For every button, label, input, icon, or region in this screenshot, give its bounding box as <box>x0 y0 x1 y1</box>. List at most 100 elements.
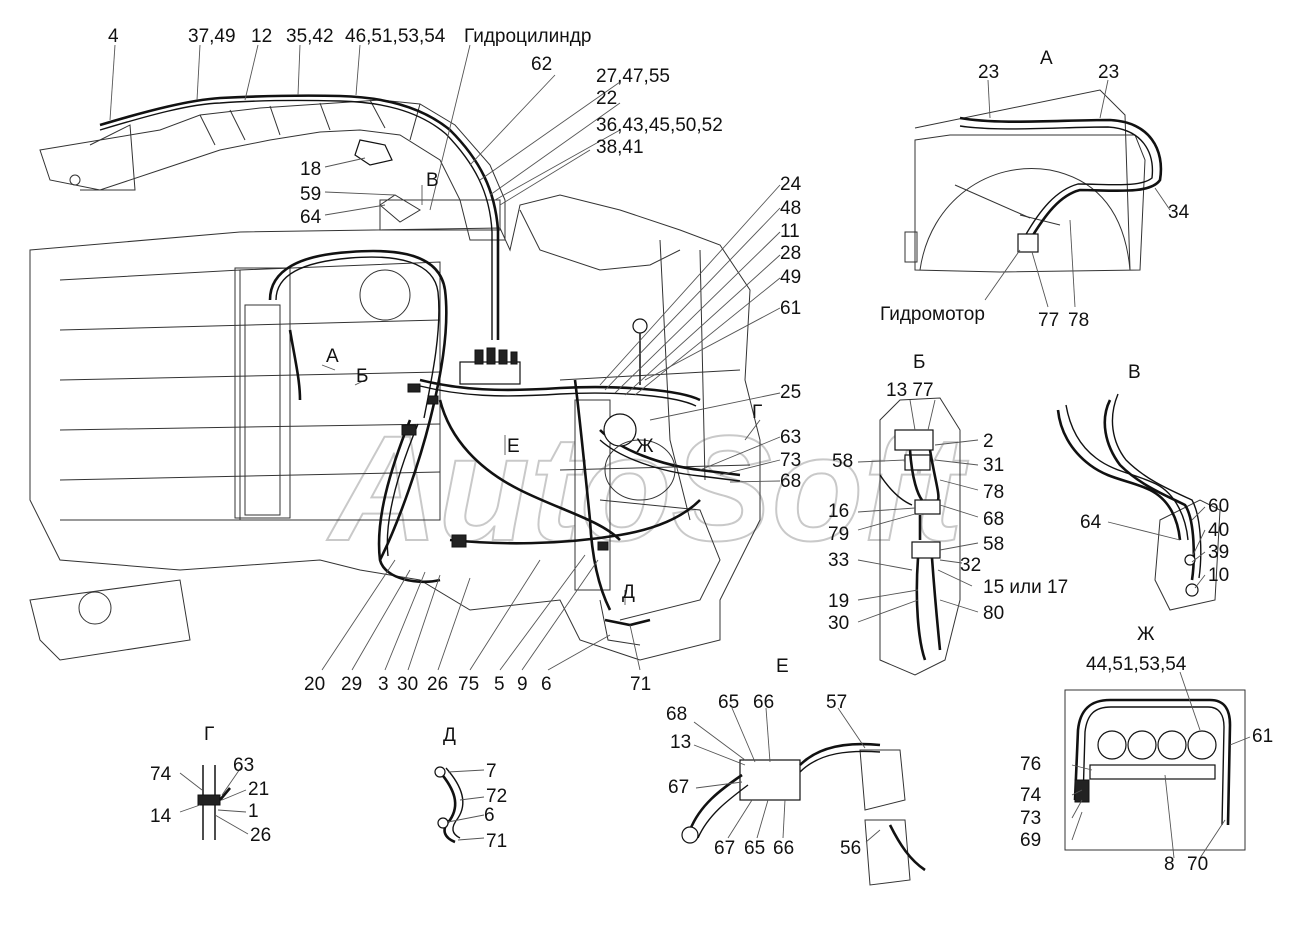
view-e-callout-66-bottom: 66 <box>773 838 794 859</box>
view-zh-callout-69: 69 <box>1020 830 1041 851</box>
view-zh-callout-73: 73 <box>1020 808 1041 829</box>
view-zh-callout-74: 74 <box>1020 785 1042 806</box>
callout-48: 48 <box>780 198 801 219</box>
view-e: Е 68 65 66 57 13 67 67 65 66 56 <box>666 656 926 886</box>
view-e-callout-56: 56 <box>840 838 861 859</box>
view-d-title: Д <box>443 725 456 746</box>
view-e-callout-65: 65 <box>718 692 739 713</box>
callout-9: 9 <box>517 674 528 695</box>
view-v-callout-64: 64 <box>1080 512 1102 533</box>
callout-29: 29 <box>341 674 362 695</box>
callout-5: 5 <box>494 674 505 695</box>
view-b-callout-19: 19 <box>828 591 849 612</box>
callout-20: 20 <box>304 674 325 695</box>
callout-61: 61 <box>780 298 801 319</box>
callout-3: 3 <box>378 674 389 695</box>
view-e-callout-67-bottom: 67 <box>714 838 735 859</box>
view-b-callout-13-77: 13 77 <box>886 380 934 401</box>
view-e-callout-67: 67 <box>668 777 689 798</box>
callout-26: 26 <box>427 674 448 695</box>
view-g-callout-63: 63 <box>233 755 254 776</box>
view-g-callout-1: 1 <box>248 801 259 822</box>
callout-64: 64 <box>300 207 322 228</box>
view-b-callout-33: 33 <box>828 550 849 571</box>
view-e-callout-13: 13 <box>670 732 691 753</box>
view-d-callout-7: 7 <box>486 761 497 782</box>
view-zh-callout-44-51-53-54: 44,51,53,54 <box>1086 654 1187 675</box>
callout-62: 62 <box>531 54 552 75</box>
callout-63: 63 <box>780 427 801 448</box>
view-e-callout-57: 57 <box>826 692 847 713</box>
main-labels: 4 37,49 12 35,42 46,51,53,54 Гидроцилинд… <box>108 26 802 695</box>
view-b-callout-31: 31 <box>983 455 1004 476</box>
callout-73: 73 <box>780 450 801 471</box>
view-a-hydromotor: Гидромотор <box>880 304 985 325</box>
section-marker-zh: Ж <box>636 436 654 457</box>
view-zh-callout-61: 61 <box>1252 726 1273 747</box>
view-a: А 23 23 34 Гидромотор 77 78 <box>880 48 1190 331</box>
view-a-title: А <box>1040 48 1053 69</box>
view-g-callout-74: 74 <box>150 764 172 785</box>
view-g-callout-14: 14 <box>150 806 172 827</box>
view-zh: Ж 44,51,53,54 61 76 74 73 69 8 70 <box>1020 624 1273 875</box>
view-b-callout-2: 2 <box>983 431 994 452</box>
callout-22: 22 <box>596 88 617 109</box>
view-d-callout-72: 72 <box>486 786 507 807</box>
view-v-callout-40: 40 <box>1208 520 1229 541</box>
callout-38-41: 38,41 <box>596 137 644 158</box>
view-b-callout-16: 16 <box>828 501 849 522</box>
callout-25: 25 <box>780 382 801 403</box>
callout-4: 4 <box>108 26 119 47</box>
view-d-callout-6: 6 <box>484 805 495 826</box>
view-v-title: В <box>1128 362 1141 383</box>
callout-71: 71 <box>630 674 651 695</box>
view-zh-callout-76: 76 <box>1020 754 1041 775</box>
callout-68: 68 <box>780 471 801 492</box>
callout-35-42: 35,42 <box>286 26 334 47</box>
view-b-callout-58-top: 58 <box>832 451 853 472</box>
watermark-text: AutoSoft <box>326 404 969 572</box>
callout-18: 18 <box>300 159 321 180</box>
view-a-callout-34: 34 <box>1168 202 1190 223</box>
view-e-title: Е <box>776 656 789 677</box>
view-b: Б 13 77 2 58 31 78 16 68 79 58 33 32 15 … <box>828 352 1068 676</box>
view-b-callout-15-17: 15 или 17 <box>983 577 1068 598</box>
callout-37-49: 37,49 <box>188 26 236 47</box>
view-b-title: Б <box>913 352 925 373</box>
view-g-callout-21: 21 <box>248 779 269 800</box>
view-zh-callout-70: 70 <box>1187 854 1208 875</box>
view-b-callout-68: 68 <box>983 509 1004 530</box>
callout-28: 28 <box>780 243 801 264</box>
main-view <box>29 44 781 671</box>
section-marker-v: В <box>426 170 439 191</box>
callout-49: 49 <box>780 267 801 288</box>
section-marker-b: Б <box>356 366 368 387</box>
view-v: В 60 64 40 39 10 <box>1056 362 1229 611</box>
view-b-callout-79: 79 <box>828 524 849 545</box>
view-zh-callout-8: 8 <box>1164 854 1175 875</box>
callout-12: 12 <box>251 26 272 47</box>
view-a-callout-23-left: 23 <box>978 62 999 83</box>
callout-27-47-55: 27,47,55 <box>596 66 670 87</box>
view-g: Г 74 63 21 14 1 26 <box>150 724 271 846</box>
view-b-callout-32: 32 <box>960 555 981 576</box>
callout-24: 24 <box>780 174 802 195</box>
view-zh-title: Ж <box>1137 624 1155 645</box>
section-marker-g: Г <box>752 402 762 423</box>
view-b-callout-58-bottom: 58 <box>983 534 1004 555</box>
callout-46-51-53-54: 46,51,53,54 <box>345 26 446 47</box>
view-e-callout-68: 68 <box>666 704 687 725</box>
callout-36-43-45-50-52: 36,43,45,50,52 <box>596 115 723 136</box>
callout-59: 59 <box>300 184 321 205</box>
callout-75: 75 <box>458 674 479 695</box>
view-a-callout-23-right: 23 <box>1098 62 1119 83</box>
callout-11: 11 <box>780 221 800 242</box>
view-e-callout-66: 66 <box>753 692 774 713</box>
view-b-callout-78: 78 <box>983 482 1004 503</box>
view-v-callout-60: 60 <box>1208 496 1229 517</box>
callout-6: 6 <box>541 674 552 695</box>
view-g-title: Г <box>204 724 214 745</box>
callout-30: 30 <box>397 674 418 695</box>
